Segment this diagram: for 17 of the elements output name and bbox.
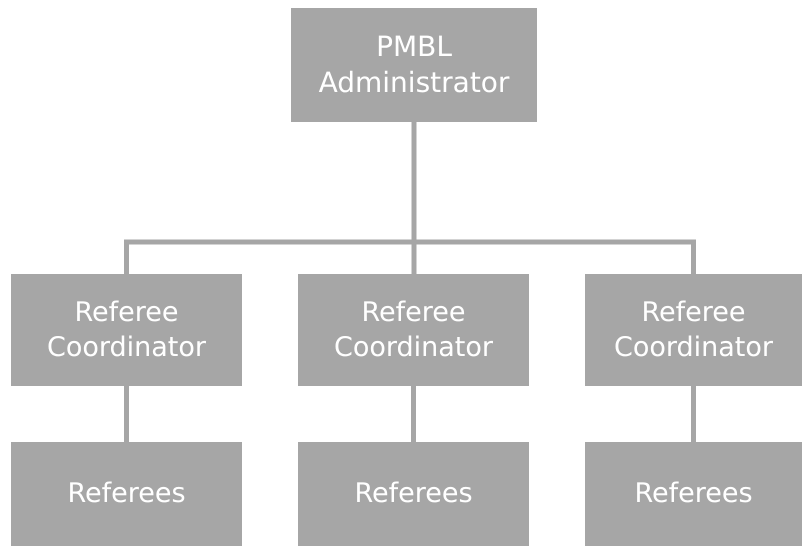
org-box <box>11 274 242 386</box>
org-box <box>291 8 537 122</box>
box-label: PMBL Administrator <box>318 28 510 101</box>
box-label: Referee Coordinator <box>46 296 208 365</box>
box-label: Referees <box>634 477 753 512</box>
connector-line <box>691 386 696 442</box>
org-box <box>11 442 242 546</box>
box-label: Referees <box>354 477 473 512</box>
org-box <box>298 442 529 546</box>
org-box <box>585 274 802 386</box>
box-label: Referee Coordinator <box>612 296 774 365</box>
connector-line <box>411 386 416 442</box>
box-label: Referee Coordinator <box>332 296 494 365</box>
org-box <box>298 274 529 386</box>
box-label: Referees <box>67 477 186 512</box>
org-box <box>585 442 802 546</box>
connector-line <box>124 386 129 442</box>
